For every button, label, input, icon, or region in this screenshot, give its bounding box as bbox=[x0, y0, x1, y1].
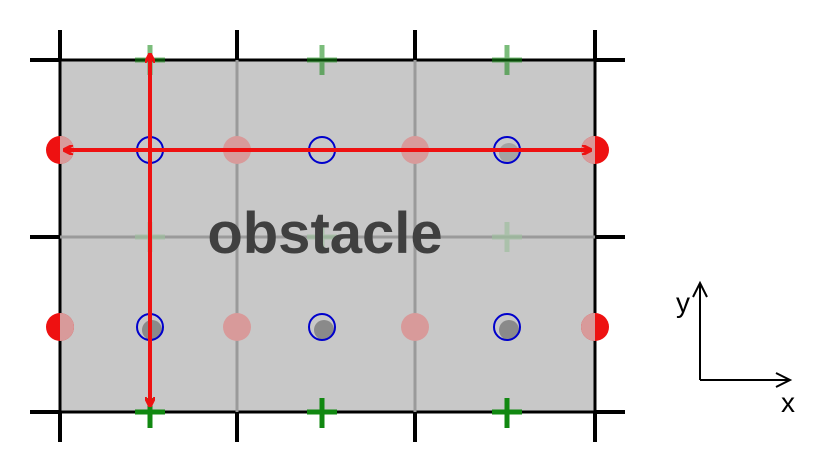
plus-mid-2 bbox=[307, 222, 337, 252]
edge-ticks bbox=[30, 30, 625, 442]
plus-top-2 bbox=[307, 45, 337, 75]
blue-circle-bottom-3 bbox=[493, 313, 521, 341]
coordinate-axes bbox=[692, 280, 793, 388]
gray-dot-3 bbox=[499, 320, 519, 340]
y-arrowhead-icon bbox=[692, 280, 708, 298]
gray-dot-2 bbox=[314, 320, 334, 340]
blue-circle-bottom-2 bbox=[308, 313, 336, 341]
x-arrowhead-icon bbox=[775, 372, 793, 388]
plus-top-3 bbox=[492, 45, 522, 75]
axis-y-label: y bbox=[676, 287, 690, 318]
faded-dot-r2-1 bbox=[223, 313, 251, 341]
arrows bbox=[65, 55, 590, 405]
axis-x-label: x bbox=[781, 387, 795, 418]
plus-mid-3 bbox=[492, 222, 522, 252]
edge-dots bbox=[46, 136, 609, 341]
plus-bottom-2 bbox=[307, 398, 337, 428]
plus-bottom-3 bbox=[492, 398, 522, 428]
faded-dot-r2-2 bbox=[401, 313, 429, 341]
obstacle-label: obstacle bbox=[207, 201, 442, 266]
